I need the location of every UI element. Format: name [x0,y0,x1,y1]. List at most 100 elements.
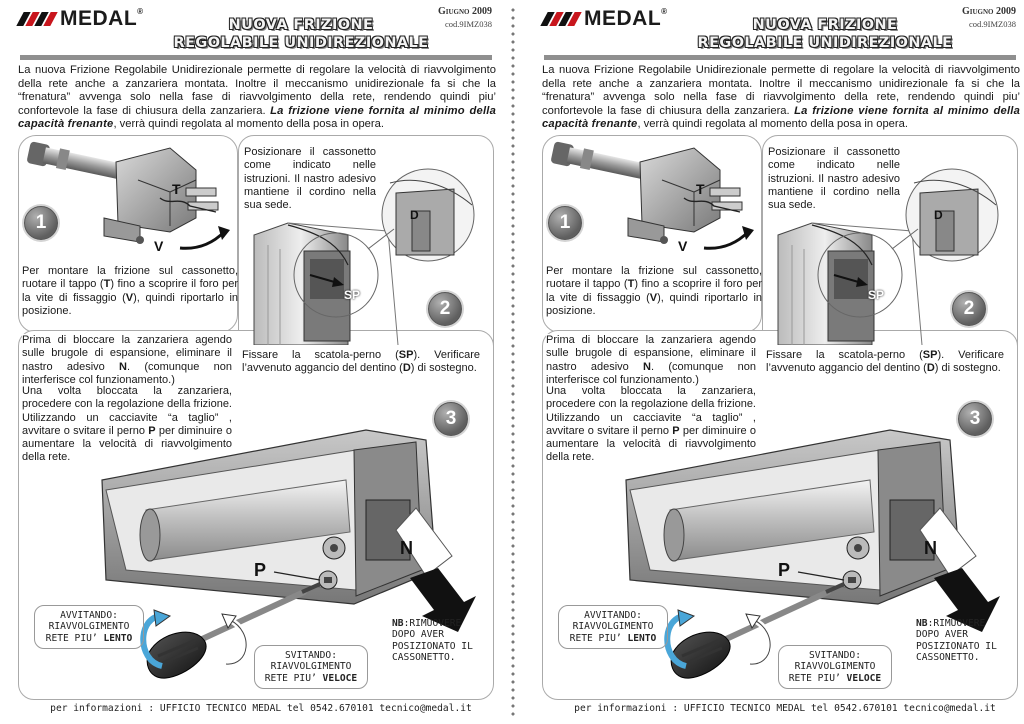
screw-out-label: SVITANDO: RIAVVOLGIMENTO RETE PIU’ VELOC… [778,645,892,689]
issue-date: Giugno 2009 [437,6,492,17]
prep-text-a: Prima di bloccare la zanzariera agendo s… [546,334,756,373]
step-3-text-a: Una volta bloccata la zanzariera, proced… [546,385,756,437]
prep-key-n: N [119,360,127,373]
header-rule [20,55,492,60]
fold-divider [511,6,515,718]
screw-out-line-3: RETE PIU’ [264,672,323,684]
note-text: :RIMUOVERE DOPO AVER POSIZIONATO IL CASS… [392,618,473,663]
screw-out-result: VELOCE [846,672,882,684]
step-2-badge: 2 [428,292,462,326]
screw-out-line-1: SVITANDO: [285,650,337,661]
brand-name: MEDAL [60,7,138,30]
step-3-text-b: per diminuire o aumentare la velocità di… [546,424,756,464]
cassette-pin-box-illustration [777,168,999,345]
label-scatola-perno: SP [344,288,361,302]
step-1-badge: 1 [548,206,582,240]
tape-removal-text: Prima di bloccare la zanzariera agendo s… [22,334,232,388]
friction-bracket-illustration [551,141,754,250]
step-2-key-sp: SP [398,349,414,361]
page-title: NUOVA FRIZIONE REGOLABILE UNIDIREZIONALE [146,16,456,52]
label-tape: N [924,538,937,558]
step-3-text: Una volta bloccata la zanzariera, proced… [546,385,756,465]
friction-bracket-illustration [27,141,230,250]
screw-out-result: VELOCE [322,672,358,684]
step-3-text: Una volta bloccata la zanzariera, proced… [22,385,232,465]
screw-in-line-1: AVVITANDO: [584,610,642,621]
cassette-pin-box-illustration [253,168,475,345]
step-2-text-c: ) di sostegno. [410,362,477,375]
label-scatola-perno: SP [868,288,885,302]
screw-out-line-1: SVITANDO: [809,650,861,661]
step-3-badge: 3 [434,402,468,436]
step-1-key-t: T [103,278,111,291]
step-2-text-a: Fissare la scatola-perno ( [766,349,923,361]
screw-out-label: SVITANDO: RIAVVOLGIMENTO RETE PIU’ VELOC… [254,645,368,689]
intro-text: La nuova Frizione Regolabile Unidirezion… [18,64,496,117]
step-2-text: Fissare la scatola-perno (SP). Verificar… [242,349,480,376]
screw-in-line-3: RETE PIU’ [45,632,104,644]
step-3-badge: 3 [958,402,992,436]
intro-paragraph: La nuova Frizione Regolabile Unidirezion… [18,64,496,132]
label-vite: V [154,238,164,254]
step-2-text-c: ) di sostegno. [934,362,1001,375]
note-marker: NB [916,618,928,629]
screw-in-label: AVVITANDO: RIAVVOLGIMENTO RETE PIU’ LENT… [558,605,668,649]
screw-out-line-3: RETE PIU’ [788,672,847,684]
note-text: :RIMUOVERE DOPO AVER POSIZIONATO IL CASS… [916,618,997,663]
intro-emphasis: La frizione viene fornita al minimo dell… [542,104,1021,131]
intro-paragraph: La nuova Frizione Regolabile Unidirezion… [542,64,1020,132]
step-1-text-c: ), quindi riportarlo in posizione. [546,291,763,317]
label-tappo: T [696,181,705,197]
step-2-key-sp: SP [922,349,938,361]
screw-out-line-2: RIAVVOLGIMENTO [270,661,352,673]
intro-tail: , verrà quindi regolata al momento della… [113,118,384,131]
label-dentino: D [410,208,419,222]
step-1-badge: 1 [24,206,58,240]
step-1-text: Per montare la frizione sul cassonetto, … [22,265,238,318]
document-code: cod.9IMZ038 [445,19,492,29]
prep-text-b: . (comunque non interferisce col funzion… [546,360,756,386]
step-1-text-c: ), quindi riportarlo in posizione. [22,291,239,317]
instruction-sheet-left: MEDAL® NUOVA FRIZIONE REGOLABILE UNIDIRE… [6,0,506,724]
removal-note: NB:RIMUOVERE DOPO AVER POSIZIONATO IL CA… [916,618,1012,663]
step-1-key-v: V [649,291,658,304]
step-1-text-a: Per montare la frizione sul cassonetto, … [22,265,238,291]
step-2-key-d: D [926,362,935,375]
step-3-text-b: per diminuire o aumentare la velocità di… [22,424,232,464]
step-1-text-a: Per montare la frizione sul cassonetto, … [546,265,762,291]
step-2-badge: 2 [952,292,986,326]
step-1-text-b: ) fino a scoprire il foro per la vite di… [546,278,763,304]
removal-note: NB:RIMUOVERE DOPO AVER POSIZIONATO IL CA… [392,618,488,663]
step-2-key-d: D [402,362,411,375]
screw-out-line-2: RIAVVOLGIMENTO [794,661,876,673]
cassette-adjustment-illustration [101,429,476,679]
prep-text-a: Prima di bloccare la zanzariera agendo s… [22,334,232,373]
label-pin: P [254,560,267,580]
step-3-key-p: P [672,424,680,437]
registered-mark: ® [661,7,668,16]
medal-logo: MEDAL® [540,7,668,30]
page-title: NUOVA FRIZIONE REGOLABILE UNIDIREZIONALE [670,16,980,52]
prep-key-n: N [643,360,651,373]
step-2-text-a: Fissare la scatola-perno ( [242,349,399,361]
title-line-2: REGOLABILE UNIDIREZIONALE [173,35,429,51]
screw-in-line-1: AVVITANDO: [60,610,118,621]
screw-in-line-2: RIAVVOLGIMENTO [48,621,130,633]
title-line-1: NUOVA FRIZIONE [752,17,898,33]
medal-logo-icon [16,12,58,26]
step-1-key-v: V [125,291,134,304]
intro-text: La nuova Frizione Regolabile Unidirezion… [542,64,1020,117]
step-2-text-b: ). Verificare l’avvenuto aggancio del de… [766,349,1004,375]
step-1-text-b: ) fino a scoprire il foro per la vite di… [22,278,239,304]
intro-tail: , verrà quindi regolata al momento della… [637,118,908,131]
tape-removal-text: Prima di bloccare la zanzariera agendo s… [546,334,756,388]
contact-footer: per informazioni : UFFICIO TECNICO MEDAL… [574,703,996,714]
label-tappo: T [172,181,181,197]
brand-name: MEDAL [584,7,662,30]
title-line-1: NUOVA FRIZIONE [228,17,374,33]
step-2-text: Fissare la scatola-perno (SP). Verificar… [766,349,1004,376]
step-3-key-p: P [148,424,156,437]
title-line-2: REGOLABILE UNIDIREZIONALE [697,35,953,51]
screw-in-result: LENTO [103,632,133,644]
label-dentino: D [934,208,943,222]
